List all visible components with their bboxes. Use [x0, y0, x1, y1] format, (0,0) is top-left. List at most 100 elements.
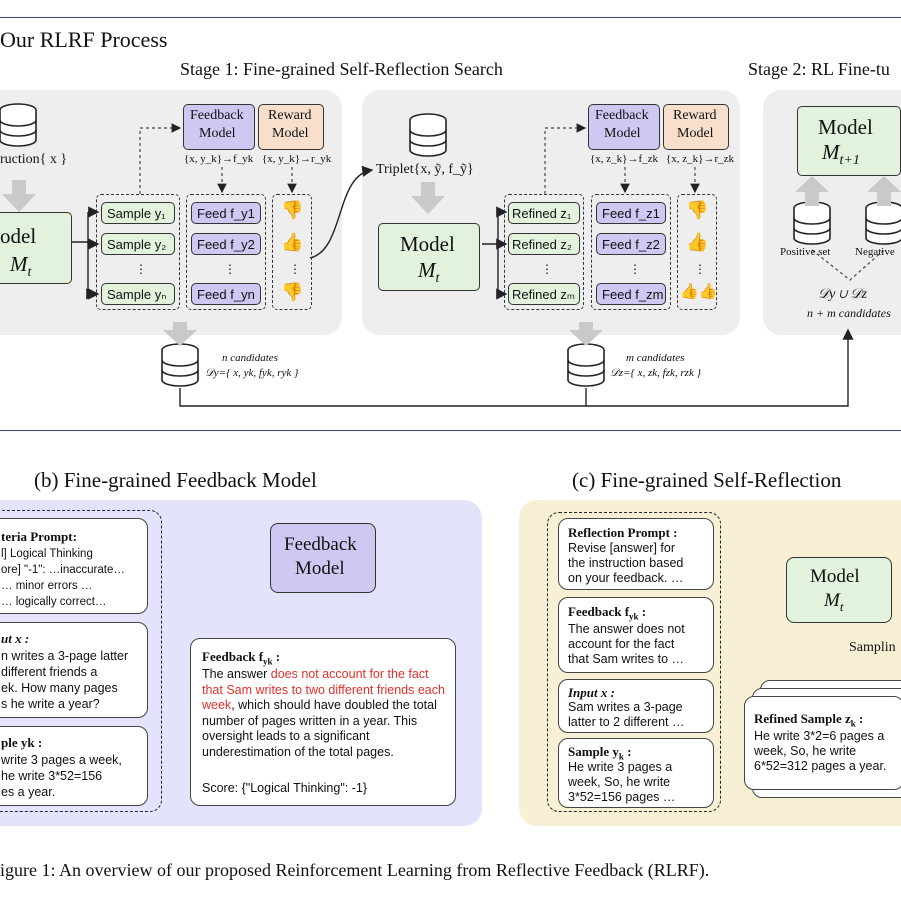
- sample-yk-head: ple yk :: [1, 735, 43, 750]
- samples-ellipsis: ⋮: [135, 262, 147, 276]
- m-candidates-label: m candidates: [626, 352, 685, 364]
- feedback-model-box-b: [270, 523, 376, 593]
- panel-b-title: (b) Fine-grained Feedback Model: [34, 468, 317, 492]
- rewards2-group: [677, 194, 717, 310]
- top-rule: [0, 17, 901, 18]
- sample-y1: Sample y₁: [101, 202, 175, 224]
- double-thumbs-up-icon: 👍👍: [680, 284, 718, 300]
- thumbs-up-icon: 👍: [281, 232, 304, 252]
- model-subscript: Mt: [10, 252, 32, 281]
- feed-fyn: Feed f_yn: [191, 283, 261, 305]
- instruction-label: ruction{ x }: [0, 152, 68, 167]
- sample-yn: Sample yₙ: [101, 283, 175, 305]
- feedback-model2-label-1: Feedback: [595, 108, 649, 123]
- grey-arrow-negative: [867, 176, 901, 206]
- sample-y2: Sample y₂: [101, 233, 175, 255]
- refined-group: [504, 194, 584, 310]
- reward-map: {x, y_k}→r_yk: [262, 153, 332, 165]
- feedback-score: Score: {"Logical Thinking": -1}: [202, 781, 367, 795]
- feedback-model-box: [183, 104, 255, 150]
- model-label: odel: [0, 224, 37, 248]
- input-x-card: ut x : n writes a 3-page latter differen…: [0, 622, 148, 718]
- refined-sample-card: Refined Sample zk : He write 3*2=6 pages…: [744, 696, 901, 790]
- stage2-model-subscript: Mt+1: [822, 140, 860, 169]
- feedback-model-box-2: [588, 104, 660, 150]
- thumbs-down-icon: 👎: [686, 200, 709, 220]
- reward-map-2: {x, z_k}→r_zk: [666, 153, 734, 165]
- reward-model-label-2: Model: [272, 126, 309, 141]
- instruction-db-icon: [0, 103, 37, 147]
- refined-z2: Refined z₂: [508, 233, 580, 255]
- grey-arrow-n-candidates: [163, 322, 197, 346]
- triplet-db-icon: [409, 113, 447, 157]
- grey-arrow-positive: [795, 176, 829, 206]
- refined-ellipsis: ⋮: [541, 262, 553, 276]
- panel-c-title: (c) Fine-grained Self-Reflection: [572, 468, 842, 492]
- n-candidates-label: n candidates: [222, 352, 278, 364]
- feedback-card-c: Feedback fyk : The answer does not accou…: [558, 597, 714, 673]
- n-candidates-db-icon: [161, 343, 199, 387]
- section-a-title: Our RLRF Process: [0, 27, 168, 52]
- feedback-map-2: {x, z_k}→f_zk: [590, 153, 658, 165]
- feedback-fyk-card: Feedback fyk : The answer does not accou…: [190, 638, 456, 806]
- rewards-group: [272, 194, 312, 310]
- reward-model-label-1: Reward: [268, 108, 312, 123]
- grey-arrow-triplet: [411, 182, 445, 214]
- model-mt1-box: [797, 106, 901, 176]
- criteria-prompt-card: teria Prompt: l] Logical Thinking ore] "…: [0, 518, 148, 614]
- m-candidates-db-icon: [567, 343, 605, 387]
- stage2-title: Stage 2: RL Fine-tu: [748, 59, 890, 79]
- union-label: 𝒟y ∪ 𝒟z: [818, 287, 867, 302]
- feedback-model-label-1: Feedback: [190, 108, 244, 123]
- middle-rule: [0, 430, 901, 431]
- positive-set-db-icon: [793, 201, 831, 245]
- rewards2-ellipsis: ⋮: [694, 262, 706, 276]
- model-mt-box-c: [786, 557, 892, 623]
- feed-fz1: Feed f_z1: [596, 202, 666, 224]
- feedback-model-label-2: Model: [199, 126, 236, 141]
- union-candidates: n + m candidates: [807, 306, 891, 320]
- panel-b-inputs-group: [0, 510, 162, 812]
- reward-model-box-2: [663, 104, 729, 150]
- feeds-ellipsis: ⋮: [224, 262, 236, 276]
- panel-c-inputs-group: [547, 512, 721, 812]
- refined-z1: Refined z₁: [508, 202, 580, 224]
- feeds2-group: [591, 194, 671, 310]
- thumbs-down-icon: 👎: [281, 282, 304, 302]
- feedback-model2-label-2: Model: [604, 126, 641, 141]
- reward-model2-label-1: Reward: [673, 108, 717, 123]
- samples-group: [96, 194, 180, 310]
- reward-model-box: [258, 104, 324, 150]
- input-x-head: ut x :: [1, 631, 30, 646]
- negative-set-label: Negative: [855, 246, 895, 258]
- feed-fzm: Feed f_zm: [596, 283, 666, 305]
- model-c-label: Model: [810, 566, 860, 587]
- feedback-fyk-head: Feedback fyk :: [202, 649, 281, 667]
- triplet-label: Triplet{x, ỹ, f_ỹ}: [376, 162, 474, 177]
- stage2-model-label: Model: [818, 115, 873, 139]
- thumbs-up-icon: 👍: [686, 232, 709, 252]
- stage1-title: Stage 1: Fine-grained Self-Reflection Se…: [180, 59, 503, 79]
- feeds2-ellipsis: ⋮: [629, 262, 641, 276]
- feedback-model-b-label-1: Feedback: [284, 534, 357, 555]
- feed-fy2: Feed f_y2: [191, 233, 261, 255]
- criteria-prompt-head: teria Prompt:: [1, 529, 77, 544]
- feedback-map: {x, y_k}→f_yk: [184, 153, 254, 165]
- dy-definition: 𝒟y={ x, yk, fyk, ryk }: [205, 367, 299, 379]
- model-mt-box-2: [378, 223, 480, 291]
- reflection-prompt-card: Reflection Prompt : Revise [answer] for …: [558, 518, 714, 590]
- negative-set-db-icon: [865, 201, 901, 245]
- model-c-subscript: Mt: [824, 590, 844, 614]
- sample-yk-card: ple yk : write 3 pages a week, he write …: [0, 726, 148, 806]
- reward-model2-label-2: Model: [677, 126, 714, 141]
- feed-fy1: Feed f_y1: [191, 202, 261, 224]
- model-mt-box: [0, 212, 72, 284]
- grey-arrow-m-candidates: [569, 322, 603, 346]
- model2-subscript: Mt: [418, 258, 440, 287]
- figure-caption: igure 1: An overview of our proposed Rei…: [0, 860, 710, 880]
- grey-arrow-instruction: [2, 180, 36, 212]
- input-card-c: Input x : Sam writes a 3-page latter to …: [558, 679, 714, 733]
- thumbs-down-icon: 👎: [281, 200, 304, 220]
- feeds-group: [186, 194, 266, 310]
- rewards-ellipsis: ⋮: [289, 262, 301, 276]
